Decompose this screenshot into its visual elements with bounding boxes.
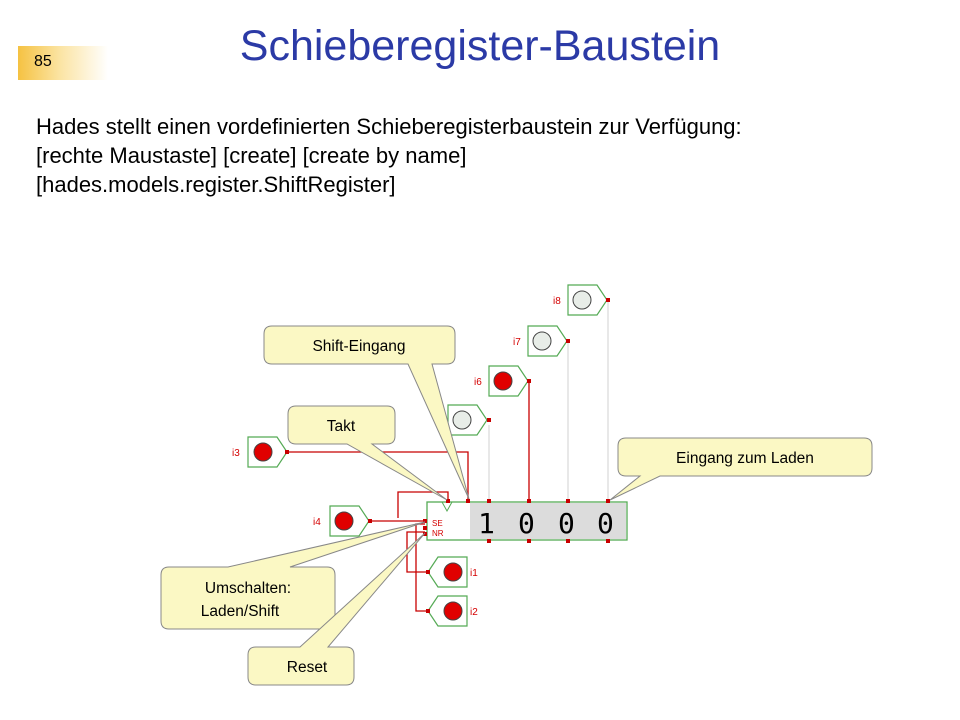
callout-load-input-text: Eingang zum Laden xyxy=(676,450,814,467)
input-label-i1: i1 xyxy=(470,568,478,579)
slide-title: Schieberegister-Baustein xyxy=(239,22,721,70)
register-digit-2: 0 xyxy=(518,507,535,540)
callout-shift-input: Shift-Eingang xyxy=(263,325,470,500)
body-line-2: [rechte Maustaste] [create] [create by n… xyxy=(36,143,467,168)
input-label-i8: i8 xyxy=(553,296,561,307)
nr-label: NR xyxy=(432,529,444,538)
led-on-icon xyxy=(443,601,463,621)
led-off-icon xyxy=(452,410,472,430)
callout-reset: Reset xyxy=(247,532,426,686)
callout-clock-text: Takt xyxy=(327,418,356,435)
led-on-icon xyxy=(253,442,273,462)
input-switch-i8[interactable]: i8 xyxy=(553,284,610,316)
input-switch-i4[interactable]: i4 xyxy=(313,505,372,537)
input-label-i3: i3 xyxy=(232,448,240,459)
input-label-i7: i7 xyxy=(513,337,521,348)
input-switch-unlabeled[interactable] xyxy=(447,404,491,436)
led-on-icon xyxy=(493,371,513,391)
led-on-icon xyxy=(443,562,463,582)
input-label-i4: i4 xyxy=(313,517,321,528)
input-switch-i2[interactable]: i2 xyxy=(426,595,478,627)
callout-mode-line1: Umschalten: xyxy=(205,580,291,597)
input-switch-i7[interactable]: i7 xyxy=(513,325,570,357)
register-digit-4: 0 xyxy=(597,507,614,540)
body-text: Hades stellt einen vordefinierten Schieb… xyxy=(36,112,742,199)
callout-mode-line2: Laden/Shift xyxy=(201,603,280,620)
callout-reset-text: Reset xyxy=(287,659,328,676)
se-label: SE xyxy=(432,519,443,528)
register-digit-3: 0 xyxy=(558,507,575,540)
register-digit-1: 1 xyxy=(478,507,495,540)
input-label-i6: i6 xyxy=(474,377,482,388)
led-off-icon xyxy=(572,290,592,310)
body-line-3: [hades.models.register.ShiftRegister] xyxy=(36,172,396,197)
led-off-icon xyxy=(532,331,552,351)
input-switch-i6[interactable]: i6 xyxy=(474,365,531,397)
callout-clock: Takt xyxy=(287,405,448,501)
register-pins xyxy=(423,499,610,543)
led-on-icon xyxy=(334,511,354,531)
page-number-badge: 85 xyxy=(18,46,108,80)
shift-register[interactable]: SE NR 1 0 0 0 xyxy=(423,499,628,543)
input-label-i2: i2 xyxy=(470,607,478,618)
page-number: 85 xyxy=(34,53,52,70)
wires xyxy=(286,381,530,612)
callout-shift-input-text: Shift-Eingang xyxy=(312,338,405,355)
body-line-1: Hades stellt einen vordefinierten Schieb… xyxy=(36,114,742,139)
clock-triangle xyxy=(441,501,453,513)
input-switch-i1[interactable]: i1 xyxy=(426,556,478,588)
callout-load-input: Eingang zum Laden xyxy=(609,437,873,501)
register-display xyxy=(470,503,626,539)
input-switch-i3[interactable]: i3 xyxy=(232,436,289,468)
